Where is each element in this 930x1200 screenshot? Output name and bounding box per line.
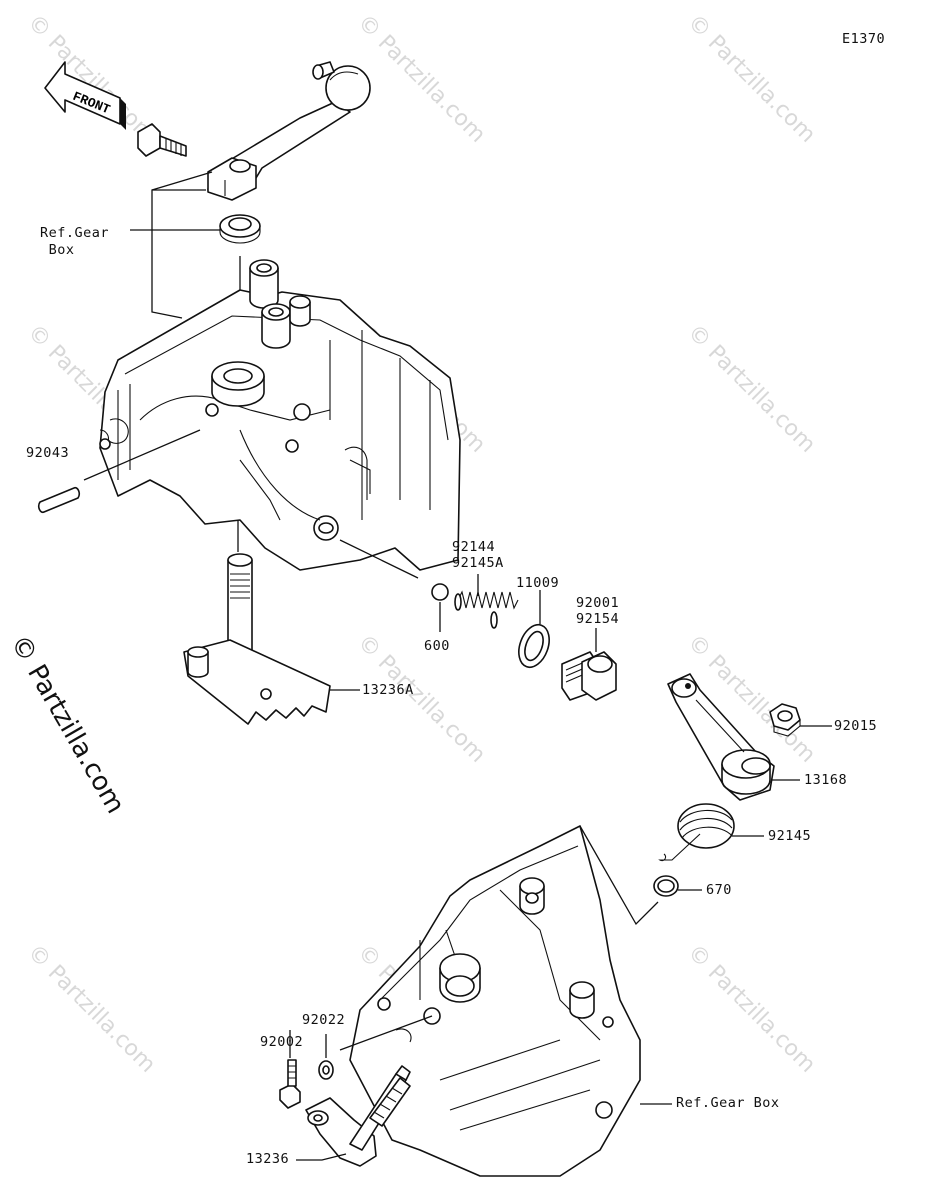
nut [769, 703, 801, 737]
detent-ball [431, 583, 449, 601]
front-arrow-icon: FRONT [44, 61, 126, 130]
shift-lever-13236 [305, 1065, 411, 1167]
plug-bolt [561, 651, 617, 701]
label-92022: 92022 [302, 1012, 346, 1028]
label-92001: 92001 [576, 595, 620, 611]
gear-box-housing [99, 259, 461, 571]
label-ref-gear-box-top-text: Ref.Gear Box [40, 225, 110, 258]
lower-gear-box-housing [349, 825, 641, 1177]
label-13236: 13236 [246, 1151, 290, 1167]
label-ref-gear-box-top: Ref.Gear Box [40, 225, 109, 259]
shift-pedal-arm [207, 61, 371, 201]
label-92002: 92002 [260, 1034, 304, 1050]
label-92145: 92145 [768, 828, 812, 844]
o-ring [653, 875, 679, 897]
return-spring [658, 803, 735, 862]
washer [518, 623, 550, 669]
oil-seal [219, 214, 261, 244]
shift-arm-13168 [667, 673, 775, 801]
label-13236A: 13236A [362, 682, 414, 698]
diagram-code: E1370 [842, 31, 886, 47]
label-11009: 11009 [516, 575, 560, 591]
bolt [137, 123, 187, 157]
label-ref-gear-box-bottom: Ref.Gear Box [676, 1095, 780, 1111]
label-92015: 92015 [834, 718, 878, 734]
shift-shaft-13236A [183, 553, 331, 725]
bolt-92002 [279, 1059, 301, 1109]
label-600: 600 [424, 638, 450, 654]
detent-spring [454, 590, 519, 629]
label-670: 670 [706, 882, 732, 898]
label-92145A: 92145A [452, 555, 504, 571]
pin [38, 486, 80, 514]
label-92043: 92043 [26, 445, 70, 461]
label-92154: 92154 [576, 611, 620, 627]
label-13168: 13168 [804, 772, 848, 788]
washer-92022 [318, 1060, 334, 1080]
label-92144: 92144 [452, 539, 496, 555]
